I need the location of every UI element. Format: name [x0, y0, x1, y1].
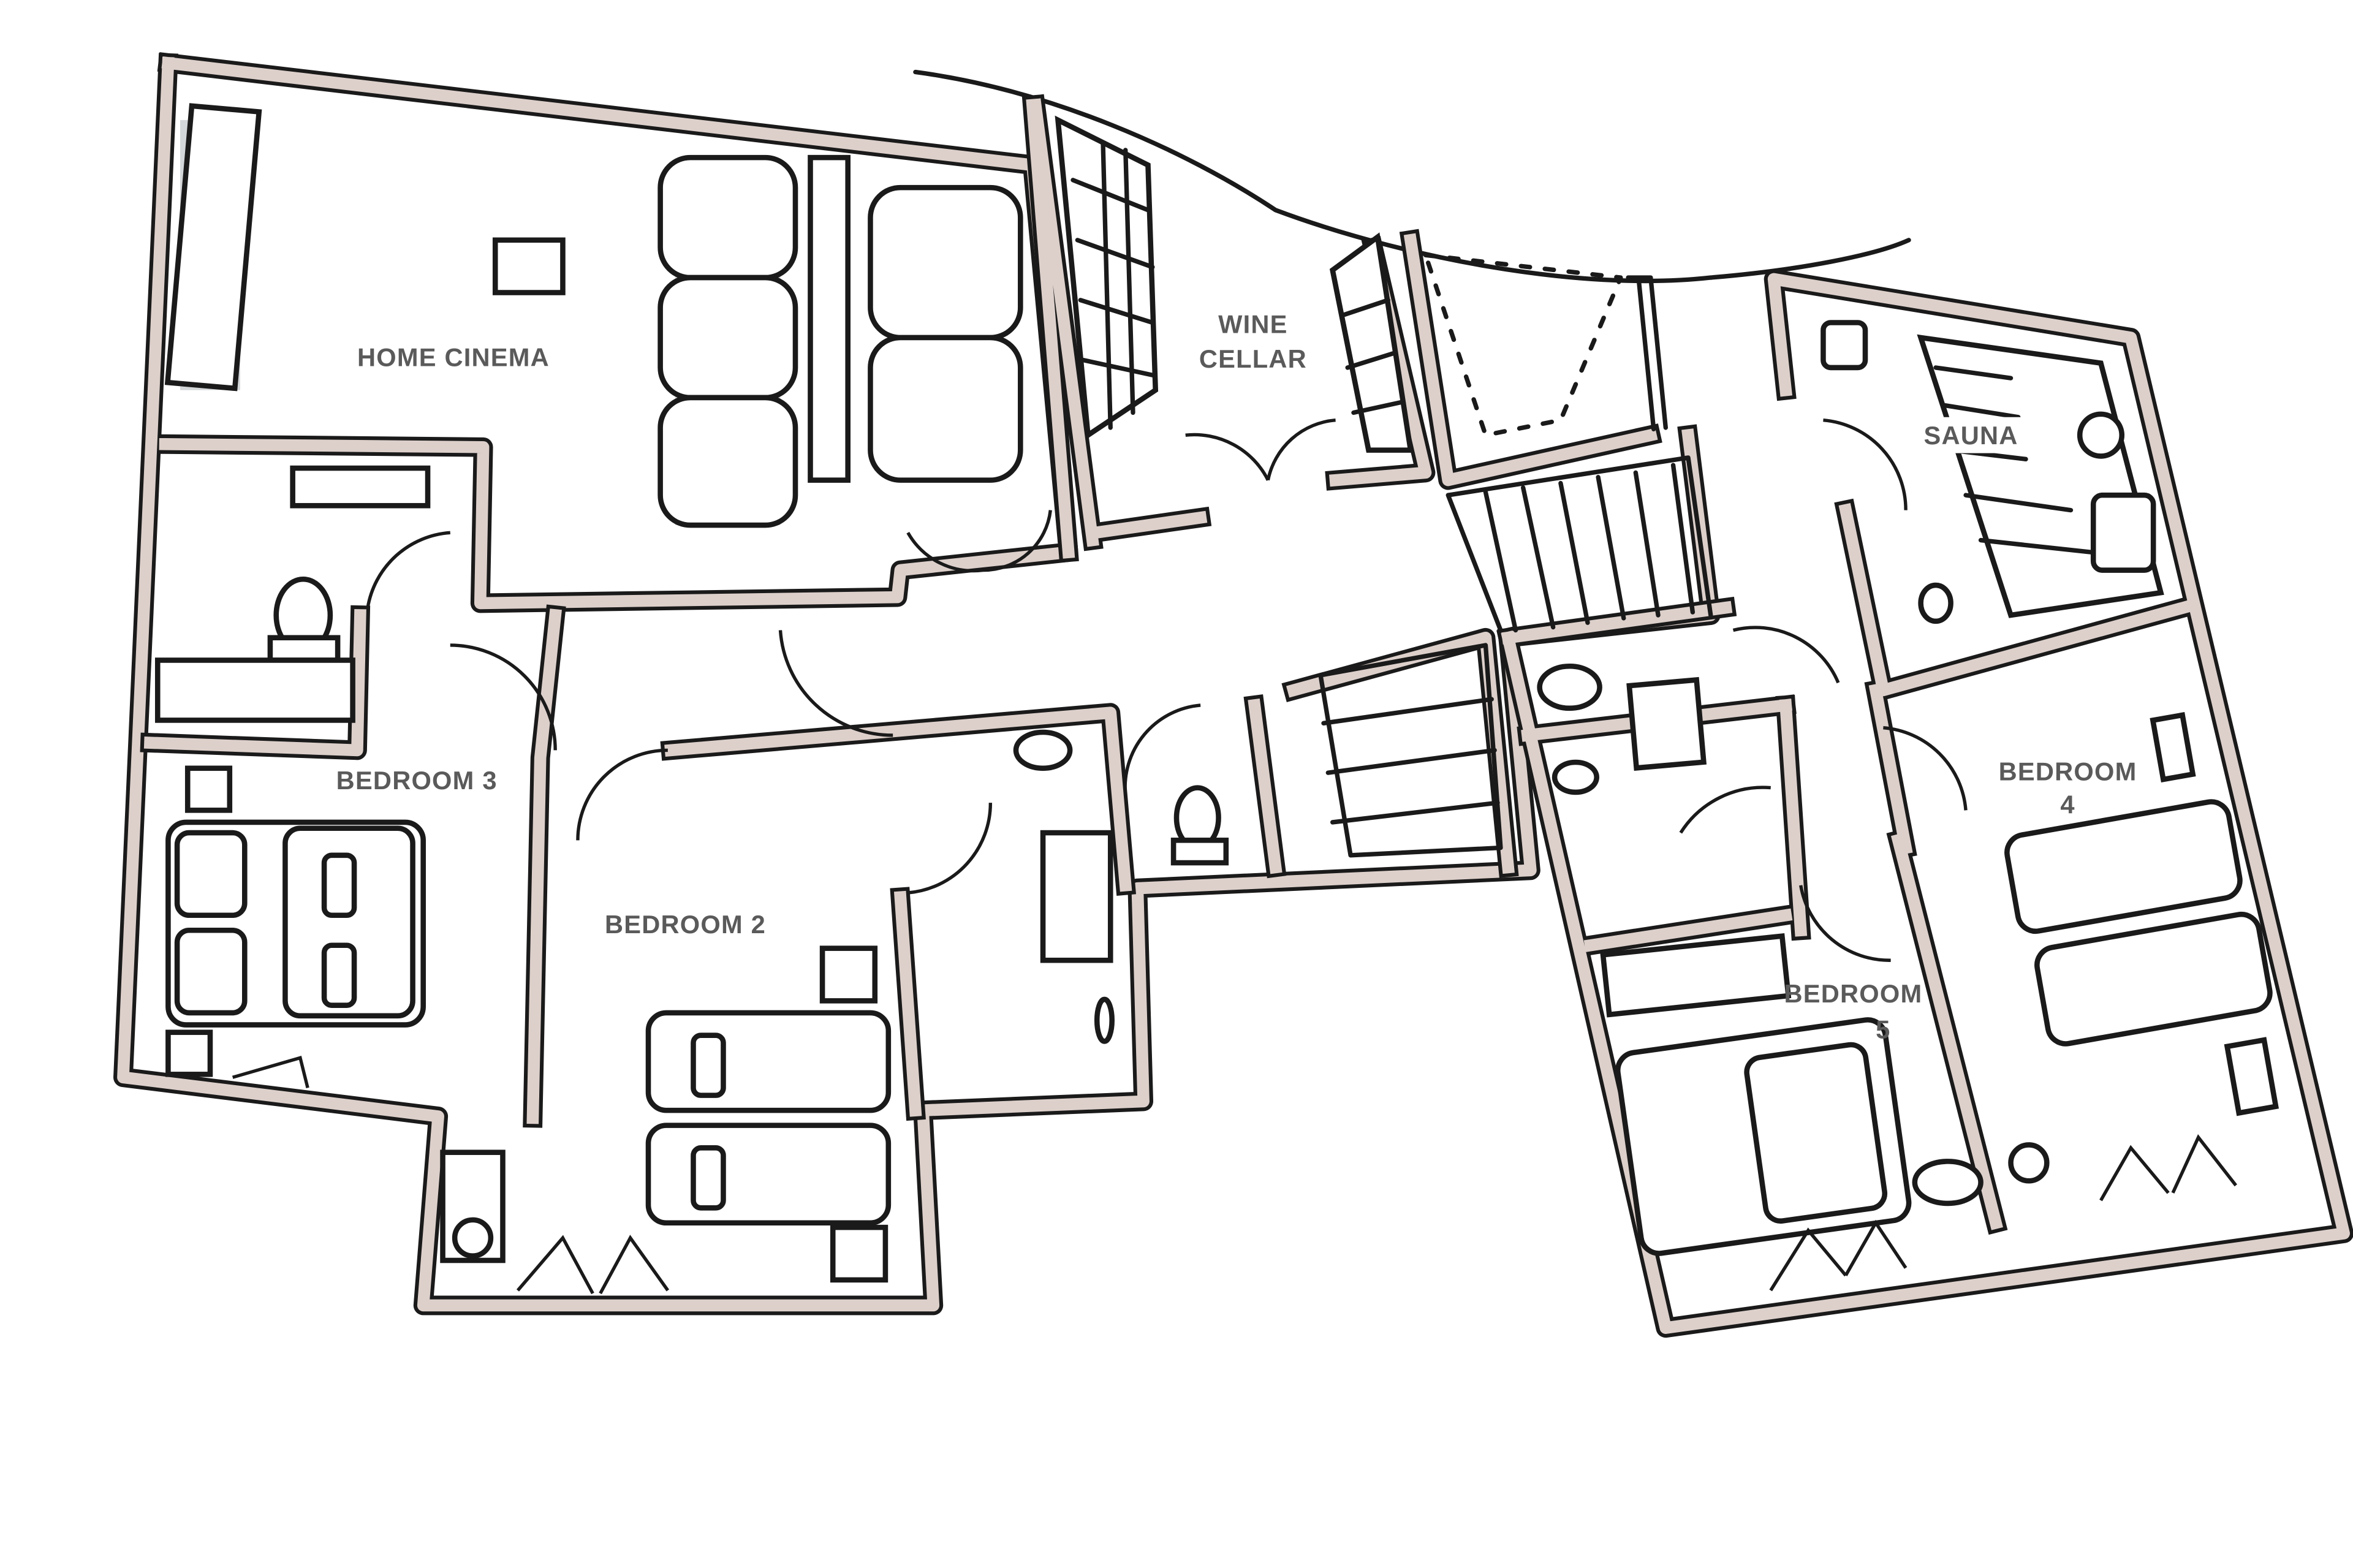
- bedroom-furniture: [165, 712, 2279, 1283]
- label-wine-cellar-line1: WINE: [1218, 310, 1288, 339]
- label-wine-cellar-line2: CELLAR: [1199, 344, 1307, 373]
- label-bedroom-4-line1: BEDROOM: [1999, 757, 2137, 786]
- label-bedroom-2: BEDROOM 2: [605, 910, 766, 939]
- label-home-cinema: HOME CINEMA: [357, 343, 550, 372]
- wine-racks: [1055, 115, 1414, 453]
- room-labels: HOME CINEMA WINE CELLAR SAUNA BEDROOM 3 …: [336, 310, 2137, 1044]
- staircase: [1318, 252, 1713, 858]
- label-bedroom-5-line2: 5: [1876, 1015, 1890, 1044]
- label-bedroom-3: BEDROOM 3: [336, 766, 498, 795]
- bathroom-fixtures: [154, 465, 1953, 1044]
- sauna-furniture: [1821, 320, 2164, 618]
- label-bedroom-5-line1: BEDROOM: [1784, 979, 1922, 1008]
- left-wing-walls: [113, 52, 1721, 1316]
- home-cinema-furniture: [164, 103, 1023, 528]
- label-bedroom-4-line2: 4: [2060, 790, 2075, 819]
- label-sauna: SAUNA: [1924, 421, 2018, 450]
- doors: [232, 418, 2237, 1295]
